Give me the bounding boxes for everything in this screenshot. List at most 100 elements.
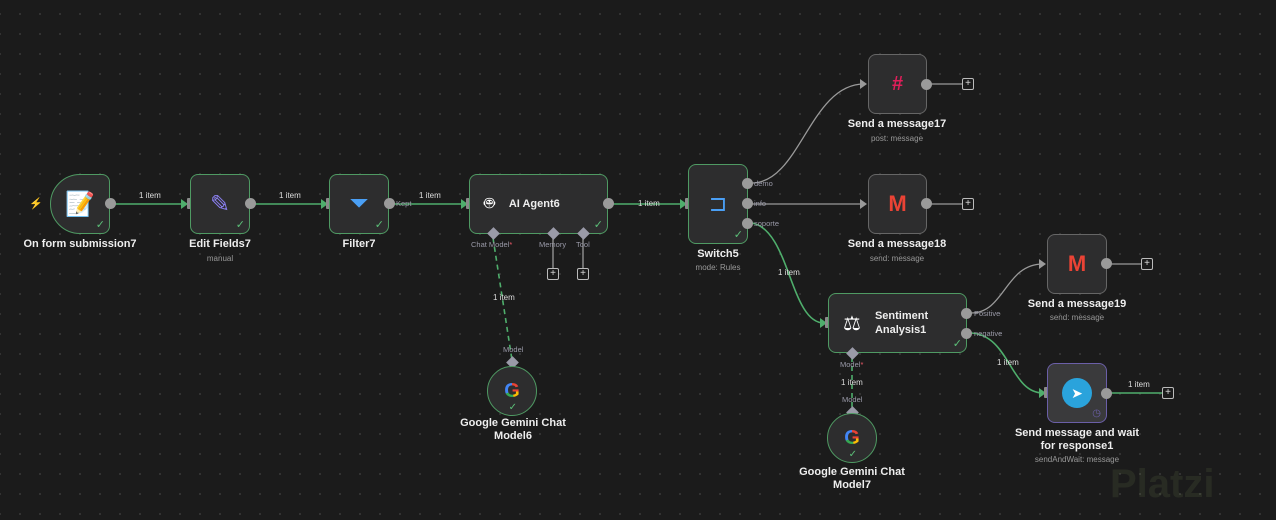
node-google-gemini-chat-model7[interactable]: G ✓: [827, 413, 877, 463]
node-subtitle: sendAndWait: message: [1034, 455, 1120, 464]
output-label: soporte: [754, 219, 780, 228]
output-handle[interactable]: [921, 198, 932, 209]
output-label: demo: [754, 179, 773, 188]
success-check-icon: ✓: [235, 219, 245, 231]
node-google-gemini-chat-model6[interactable]: G ✓: [487, 366, 537, 416]
edge-switch-sentiment: [751, 222, 825, 324]
edge-label: 1 item: [139, 191, 161, 200]
node-label: Send a message19: [1027, 298, 1127, 310]
input-handle[interactable]: [825, 317, 830, 328]
node-gmail-send-message19[interactable]: M: [1047, 234, 1107, 294]
node-edit-fields[interactable]: ✎ ✓: [190, 174, 250, 234]
node-gmail-send-message18[interactable]: M: [868, 174, 927, 234]
node-label: AI Agent6: [508, 198, 560, 210]
node-subtitle: send: message: [1049, 313, 1105, 322]
input-handle[interactable]: [466, 198, 471, 209]
edge-gemini6-agent: [492, 237, 513, 361]
output-handle[interactable]: [105, 198, 116, 209]
node-filter[interactable]: ⏷ ✓: [329, 174, 389, 234]
success-check-icon: ✓: [593, 219, 603, 231]
edge-label: 1 item: [279, 191, 301, 200]
success-check-icon: ✓: [733, 229, 743, 241]
output-label: negative: [974, 329, 1003, 338]
success-check-icon: ✓: [952, 338, 962, 350]
gmail-icon: M: [888, 191, 907, 216]
port-label: Model: [842, 395, 863, 404]
node-subtitle: send: message: [869, 254, 925, 263]
pencil-icon: ✎: [209, 190, 231, 218]
output-handle[interactable]: [1101, 258, 1112, 269]
output-handle[interactable]: [384, 198, 395, 209]
output-handle[interactable]: [921, 79, 932, 90]
output-handle[interactable]: [603, 198, 614, 209]
input-handle[interactable]: [685, 198, 690, 209]
input-handle[interactable]: [1044, 387, 1049, 398]
edge-label: 1 item: [841, 378, 863, 387]
node-on-form-submission[interactable]: 📝 ✓: [50, 174, 110, 234]
node-ai-agent[interactable]: 🤖︎ AI Agent6 ✓: [469, 174, 608, 234]
output-label: Positive: [974, 309, 1001, 318]
output-handle-negative[interactable]: [961, 328, 972, 339]
google-icon: G: [844, 426, 860, 449]
node-label: Filter7: [342, 238, 376, 250]
output-handle[interactable]: [1101, 388, 1112, 399]
edge-label: 1 item: [997, 358, 1019, 367]
output-handle[interactable]: [245, 198, 256, 209]
node-switch[interactable]: ⊐ ✓: [688, 164, 748, 244]
node-subtitle: mode: Rules: [695, 263, 741, 272]
success-check-icon: ✓: [374, 219, 384, 231]
node-subtitle: manual: [206, 254, 234, 263]
output-label: Kept: [396, 199, 412, 208]
lightning-trigger-icon: ⚡: [29, 198, 43, 210]
output-handle-soporte[interactable]: [742, 218, 753, 229]
scale-icon: ⚖: [843, 312, 861, 335]
edge-label: 1 item: [1128, 380, 1150, 389]
output-label: info: [754, 199, 767, 208]
node-label: Send a message18: [847, 238, 947, 250]
google-icon: G: [504, 379, 520, 402]
edge-label: 1 item: [778, 268, 800, 277]
telegram-icon: ➤: [1062, 378, 1092, 408]
node-slack-send-message17[interactable]: #: [868, 54, 927, 114]
edge-sentiment-gmail19: [970, 263, 1044, 314]
edge-switch-slack: [751, 83, 865, 184]
robot-icon: 🤖︎: [484, 192, 495, 213]
add-tool-button[interactable]: +: [577, 268, 589, 280]
success-check-icon: ✓: [848, 449, 857, 460]
node-label: Send a message17: [847, 118, 947, 130]
success-check-icon: ✓: [508, 402, 517, 413]
gmail-icon: M: [1067, 251, 1087, 276]
watermark-logo: Platzi: [1110, 462, 1215, 506]
node-label: On form submission7: [23, 238, 137, 250]
port-label: Model*: [840, 360, 864, 369]
input-handle[interactable]: [326, 198, 331, 209]
add-memory-button[interactable]: +: [547, 268, 559, 280]
success-check-icon: ✓: [95, 219, 105, 231]
output-handle-demo[interactable]: [742, 178, 753, 189]
add-node-button[interactable]: +: [962, 78, 974, 90]
output-handle-info[interactable]: [742, 198, 753, 209]
input-handle[interactable]: [187, 198, 192, 209]
slack-icon: #: [891, 72, 904, 95]
node-label: Switch5: [697, 248, 739, 260]
form-icon: 📝: [65, 190, 95, 218]
port-label: Memory: [539, 240, 567, 249]
add-node-button[interactable]: +: [962, 198, 974, 210]
waiting-clock-icon: ◷: [1092, 408, 1101, 419]
add-node-button[interactable]: +: [1162, 387, 1174, 399]
port-label: Model: [503, 345, 524, 354]
node-subtitle: post: message: [870, 134, 924, 143]
output-handle-positive[interactable]: [961, 308, 972, 319]
node-telegram-send-and-wait[interactable]: ➤ ◷: [1047, 363, 1107, 423]
edge-label: 1 item: [419, 191, 441, 200]
edge-sentiment-telegram: [970, 332, 1044, 394]
add-node-button[interactable]: +: [1141, 258, 1153, 270]
signpost-icon: ⊐: [708, 191, 728, 216]
node-label: Edit Fields7: [189, 238, 251, 250]
edge-label: 1 item: [493, 293, 515, 302]
